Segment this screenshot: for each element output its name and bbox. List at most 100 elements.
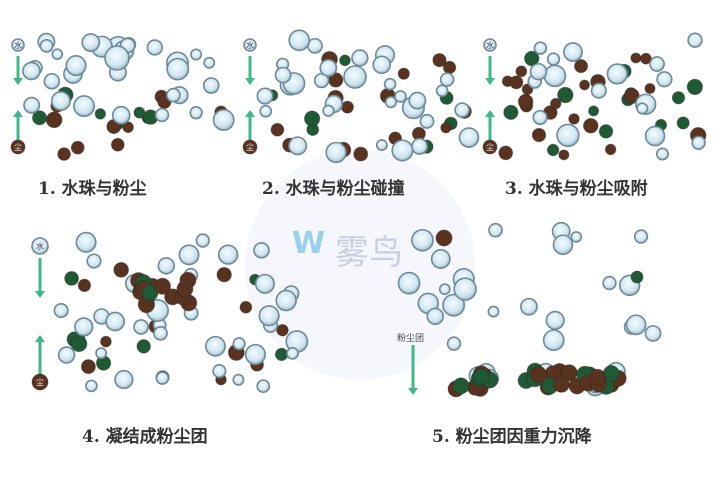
up-arrow-icon-4-head [35,335,45,342]
water-droplet [590,82,607,99]
brown-dust-particle [122,121,134,134]
water-droplet [426,307,445,326]
green-dust-particle [676,116,690,130]
up-arrow-icon-1-head [13,110,23,117]
dust-symbol-icon-1-label: 尘 [14,142,22,152]
water-droplet [57,346,76,364]
brown-dust-particle [100,335,112,348]
water-droplet [430,249,451,269]
down-arrow-icon-3-head [485,78,495,85]
water-droplet [533,41,548,55]
brown-dust-particle [509,75,524,90]
water-droplet [633,229,649,244]
water-droplet [244,343,266,366]
water-symbol-icon-4 [31,237,49,255]
water-droplet [446,336,462,351]
brown-dust-particle [216,266,232,283]
water-droplet [691,135,706,150]
green-dust-particle [598,124,614,139]
caption-step-4: 4. 凝结成粉尘团 [82,427,208,447]
water-droplet [545,310,565,331]
water-droplet [520,297,538,316]
water-droplet [419,113,435,129]
water-droplet [602,275,617,291]
water-symbol-icon-3 [483,38,497,52]
water-droplet [322,104,335,117]
water-droplet [687,32,703,48]
water-droplet [351,49,369,67]
brown-dust-particle [440,122,452,134]
dust-symbol-icon-1 [10,139,26,155]
water-droplet [50,90,71,111]
water-droplet [288,136,308,156]
water-droplet [542,329,565,352]
dust-symbol-icon-4-label: 尘 [36,377,44,387]
brown-dust-particle [397,67,410,80]
dust-cluster-particle [154,277,172,295]
water-droplet [570,231,583,243]
water-droplet [195,233,210,248]
brown-dust-particle [110,137,125,152]
green-dust-particle [557,86,574,104]
brown-dust-particle [498,145,514,161]
water-droplet [372,55,392,75]
water-droplet [606,63,628,85]
water-droplet [625,314,647,336]
brown-dust-particle [582,117,599,134]
water-droplet [146,39,164,56]
water-droplet [81,33,101,52]
water-symbol-icon-3-label: 水 [486,40,494,50]
brown-dust-particle [558,149,570,161]
brown-dust-particle [630,52,642,64]
water-droplet [391,139,414,162]
water-droplet [254,273,275,294]
water-droplet [256,87,274,105]
green-dust-particle [64,271,80,286]
water-droplet [95,347,108,360]
water-droplet [51,48,64,61]
water-droplet [155,371,170,385]
water-droplet [189,106,203,120]
water-droplet [546,52,561,66]
settled-cluster-particle [552,375,570,393]
water-droplet [343,65,367,89]
water-droplet [203,56,216,69]
water-droplet [166,57,190,81]
water-symbol-icon-1-label: 水 [14,40,22,50]
water-droplet [73,95,96,118]
water-droplet [202,77,220,94]
green-dust-particle [503,104,519,120]
brown-dust-particle [353,146,369,162]
green-dust-particle [524,50,540,67]
water-symbol-icon-1 [11,38,25,52]
water-droplet [22,61,41,81]
water-droplet [438,283,451,296]
brown-dust-particle [568,113,580,125]
brown-dust-particle [239,300,253,314]
water-droplet [439,72,455,87]
water-droplet [153,326,168,341]
green-dust-particle [339,54,351,67]
brown-dust-particle [80,359,96,375]
green-dust-particle [671,91,686,105]
water-droplet [111,105,131,125]
water-droplet [212,363,227,379]
water-droplet [529,62,548,81]
brown-dust-particle [77,278,92,293]
water-droplet [488,222,503,238]
watermark-logo: W [292,226,326,261]
brown-dust-particle [70,140,85,155]
water-droplet [133,319,149,335]
water-droplet [157,257,175,275]
down-arrow-icon-4-head [35,291,45,298]
brown-dust-particle [515,65,528,78]
water-droplet [165,87,181,103]
down-arrow-icon-5-head [408,388,418,395]
water-droplet [105,311,126,332]
dust-symbol-icon-3 [482,139,498,155]
brown-dust-particle [435,229,453,247]
water-droplet [256,379,271,394]
settled-cluster-particle [589,368,607,386]
water-droplet [74,317,94,337]
